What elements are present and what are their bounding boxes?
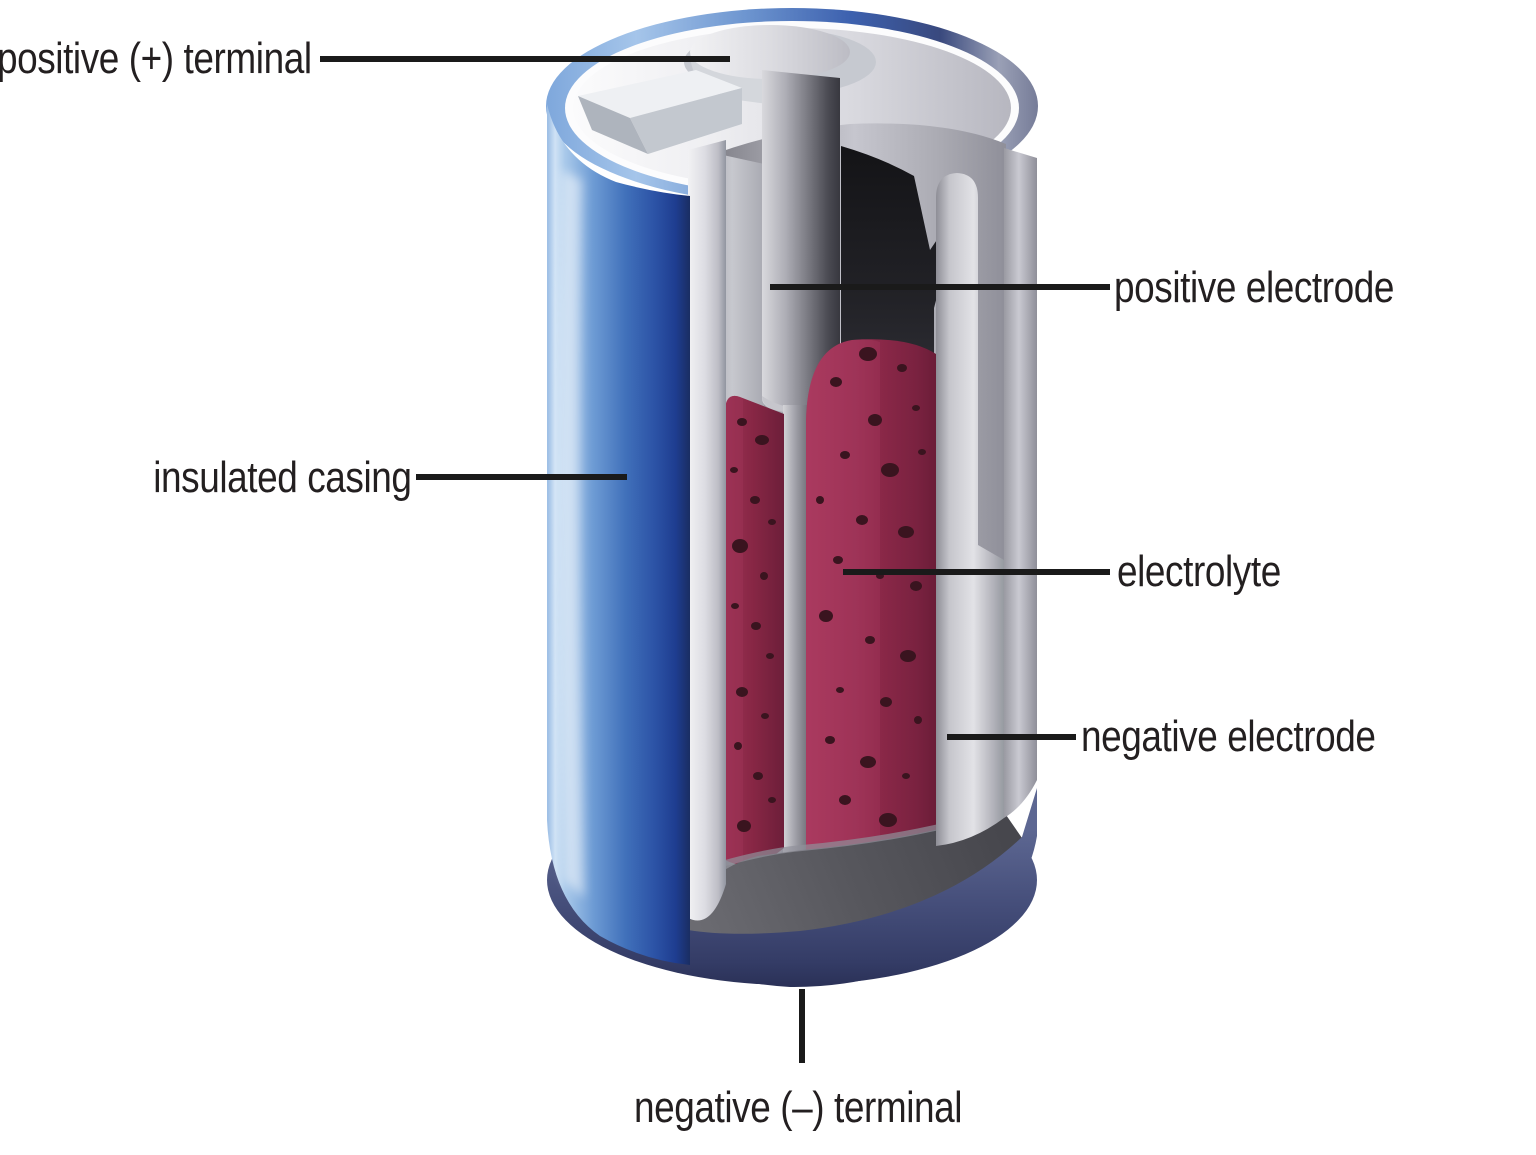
negative-terminal-leader-line <box>799 989 805 1063</box>
insulated-casing <box>547 104 690 965</box>
electrolyte-right-facet <box>806 339 880 879</box>
cut-face-left <box>688 140 726 921</box>
electrolyte-leader-line <box>843 569 1110 575</box>
positive-terminal-leader-line <box>320 56 730 62</box>
positive-electrode-rod <box>762 70 840 413</box>
insulated-casing-body <box>547 104 690 965</box>
negative-electrode-leader-line <box>947 734 1076 740</box>
label-electrolyte: electrolyte <box>1117 547 1281 596</box>
bottom-cup-front <box>688 788 1037 988</box>
negative-electrode-wall <box>936 173 1004 846</box>
positive-electrode-leader-line <box>770 284 1110 290</box>
electrolyte-speckles-left <box>730 418 776 832</box>
label-negative-terminal: negative (–) terminal <box>634 1083 963 1132</box>
rod-lower-sliver <box>783 405 807 873</box>
label-negative-electrode: negative electrode <box>1081 712 1376 761</box>
casing-gloss-highlight <box>559 170 584 898</box>
electrolyte-right-block <box>806 339 936 877</box>
battery-interior <box>578 70 1037 988</box>
seal-black <box>841 146 960 390</box>
electrolyte-left-facet <box>725 395 743 864</box>
label-positive-electrode: positive electrode <box>1114 263 1395 312</box>
label-positive-terminal: positive (+) terminal <box>0 34 312 83</box>
label-insulated-casing: insulated casing <box>153 453 413 502</box>
electrolyte-speckles-right <box>816 347 926 839</box>
insulated-casing-leader-line <box>416 474 627 480</box>
cap-cut-ledge <box>578 70 742 154</box>
outer-wall-right <box>1004 148 1037 818</box>
positive-terminal-button <box>690 25 850 79</box>
